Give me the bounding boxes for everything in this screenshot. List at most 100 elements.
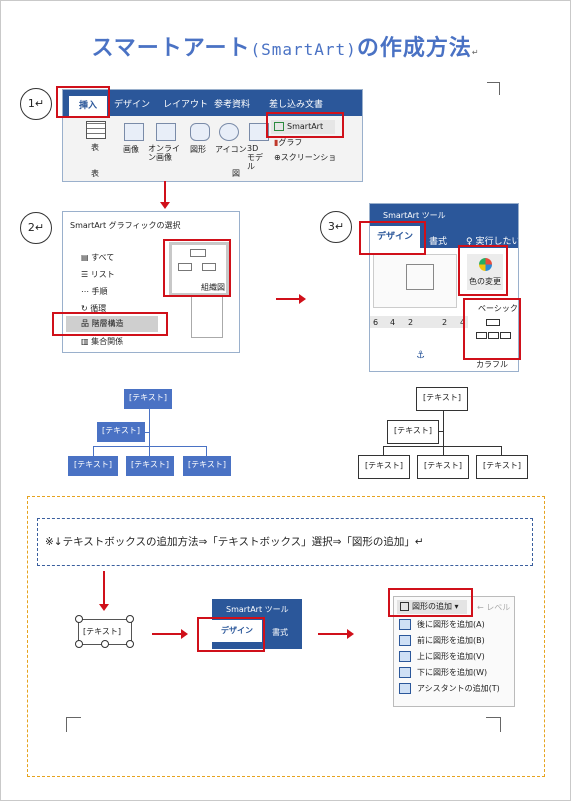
image-icon[interactable] bbox=[124, 123, 144, 141]
illustrations-group-label: 図 bbox=[232, 169, 240, 178]
tab-design[interactable]: デザイン bbox=[114, 100, 151, 110]
ruler-4: 4 bbox=[390, 318, 396, 327]
dialog-item-process[interactable]: ⋯ 手順 bbox=[81, 287, 108, 296]
menu-add-after[interactable]: 後に図形を追加(A) bbox=[399, 617, 485, 633]
bottom-tab-design[interactable]: デザイン bbox=[212, 620, 262, 642]
menu-add-assistant[interactable]: アシスタントの追加(T) bbox=[399, 681, 500, 697]
dialog-item-all[interactable]: ▤ すべて bbox=[81, 253, 115, 262]
add-shape-menu: 図形の追加 ▾ ← レベル 後に図形を追加(A) 前に図形を追加(B) 上に図形… bbox=[393, 596, 515, 707]
note-box bbox=[37, 518, 533, 566]
tab-insert[interactable]: 挿入 bbox=[69, 96, 107, 116]
icons-button-label[interactable]: アイコン bbox=[215, 145, 247, 154]
color-palette-icon bbox=[479, 258, 492, 271]
basic-style-thumb[interactable] bbox=[474, 318, 511, 346]
menu-add-below[interactable]: 下に図形を追加(W) bbox=[399, 665, 487, 681]
add-shape-button[interactable]: 図形の追加 ▾ bbox=[397, 600, 467, 614]
highlight-hierarchy bbox=[52, 312, 168, 336]
screenshot-icon: ⊕ bbox=[274, 153, 281, 162]
tell-me-search[interactable]: ♀ 実行したい bbox=[466, 237, 519, 247]
dialog-item-cycle[interactable]: ↻ 循環 bbox=[81, 304, 107, 313]
blue-node-child-2: [テキスト] bbox=[126, 456, 174, 476]
tab-smartart-format[interactable]: 書式 bbox=[429, 237, 448, 247]
shapes-button-label[interactable]: 図形 bbox=[190, 145, 206, 154]
dialog-item-list[interactable]: ☰ リスト bbox=[81, 270, 115, 279]
promote-level-button[interactable]: ← レベル bbox=[477, 603, 511, 612]
tab-mailings[interactable]: 差し込み文書 bbox=[269, 100, 324, 110]
blue-node-child-1: [テキスト] bbox=[68, 456, 118, 476]
hierarchy-icon: 品 bbox=[81, 319, 92, 328]
add-assistant-icon bbox=[399, 683, 411, 694]
menu-add-above[interactable]: 上に図形を追加(V) bbox=[399, 649, 485, 665]
bottom-tool-title: SmartArt ツール bbox=[226, 605, 289, 614]
blue-node-assistant: [テキスト] bbox=[97, 422, 145, 442]
menu-add-before[interactable]: 前に図形を追加(B) bbox=[399, 633, 485, 649]
white-connector-right bbox=[501, 446, 502, 456]
smartart-icon bbox=[274, 122, 284, 131]
color-change-button[interactable]: 色の変更 bbox=[467, 254, 503, 290]
shapes-icon[interactable] bbox=[190, 123, 210, 141]
process-icon: ⋯ bbox=[81, 287, 92, 296]
screenshot-button[interactable]: ⊕スクリーンショ bbox=[274, 153, 337, 162]
blue-node-child-3: [テキスト] bbox=[183, 456, 231, 476]
dropdown-icon: ▾ bbox=[452, 602, 459, 611]
page-title: スマートアート(SmartArt)の作成方法↵ bbox=[91, 36, 480, 61]
image-button-label[interactable]: 画像 bbox=[123, 145, 139, 154]
white-node-child-1: [テキスト] bbox=[358, 455, 410, 479]
handle-tl[interactable] bbox=[75, 615, 83, 623]
highlight-add-shape bbox=[388, 588, 473, 617]
arrow-down-note bbox=[99, 571, 109, 611]
org-chart-thumbnail[interactable] bbox=[169, 242, 229, 296]
handle-bl[interactable] bbox=[75, 640, 83, 648]
tab-layout[interactable]: レイアウト bbox=[163, 100, 209, 110]
smartart-tool-title: SmartArt ツール bbox=[383, 211, 446, 220]
arrow-right-textbox bbox=[152, 629, 188, 639]
3d-model-button-label[interactable]: 3D モデル bbox=[247, 144, 263, 171]
layout-gallery[interactable] bbox=[373, 254, 457, 308]
handle-br[interactable] bbox=[126, 640, 134, 648]
ribbon-insert-screenshot: 挿入 デザイン レイアウト 参考資料 差し込み文書 表 表 画像 オンライン画像… bbox=[62, 89, 363, 182]
icons-icon[interactable] bbox=[219, 123, 239, 141]
table-button-label[interactable]: 表 bbox=[91, 143, 99, 152]
org-chart-label: 組織図 bbox=[201, 282, 225, 293]
relationship-icon: ▥ bbox=[81, 337, 92, 346]
tab-references[interactable]: 参考資料 bbox=[214, 100, 251, 110]
smartart-button[interactable]: SmartArt bbox=[271, 120, 335, 134]
step-3-marker: 3↵ bbox=[320, 211, 352, 243]
white-connector-left bbox=[383, 446, 384, 456]
white-connector-bar bbox=[383, 446, 502, 447]
add-after-icon bbox=[399, 619, 411, 630]
anchor-icon: ⚓ bbox=[416, 350, 425, 361]
blue-connector-left bbox=[93, 446, 94, 456]
handle-tr[interactable] bbox=[126, 615, 134, 623]
white-node-top: [テキスト] bbox=[416, 387, 468, 411]
dialog-item-relationship[interactable]: ▥ 集合関係 bbox=[81, 337, 124, 346]
highlight-design-tab bbox=[359, 221, 426, 255]
dialog-item-hierarchy[interactable]: 品 階層構造 bbox=[66, 316, 158, 332]
graph-icon: ▮ bbox=[274, 138, 279, 147]
handle-bottom[interactable] bbox=[101, 640, 109, 648]
org-thumb-left bbox=[178, 263, 192, 271]
ruler bbox=[370, 316, 468, 328]
blue-node-top: [テキスト] bbox=[124, 389, 172, 409]
step-1-marker: 1↵ bbox=[20, 88, 52, 120]
graph-button[interactable]: ▮グラフ bbox=[274, 138, 303, 147]
white-connector-assistant bbox=[438, 431, 443, 432]
ruler-2b: 2 bbox=[442, 318, 448, 327]
highlight-color-change bbox=[458, 245, 508, 296]
bottom-tab-format[interactable]: 書式 bbox=[272, 628, 288, 637]
add-above-icon bbox=[399, 651, 411, 662]
online-image-icon[interactable] bbox=[156, 123, 176, 141]
cycle-icon: ↻ bbox=[81, 304, 91, 313]
all-icon: ▤ bbox=[81, 253, 92, 262]
white-node-child-2: [テキスト] bbox=[417, 455, 469, 479]
basic-label: ベーシック bbox=[478, 304, 518, 313]
online-image-button-label[interactable]: オンライン画像 bbox=[148, 144, 180, 162]
ribbon-tab-bar bbox=[63, 90, 362, 116]
table-icon[interactable] bbox=[86, 121, 106, 139]
tab-smartart-design[interactable]: デザイン bbox=[370, 226, 420, 248]
blue-connector-bar bbox=[93, 446, 206, 447]
thumbnail-next[interactable] bbox=[191, 296, 223, 338]
org-thumb-right bbox=[202, 263, 216, 271]
3d-model-icon[interactable] bbox=[249, 123, 269, 141]
layout-gallery-thumb bbox=[406, 264, 434, 290]
